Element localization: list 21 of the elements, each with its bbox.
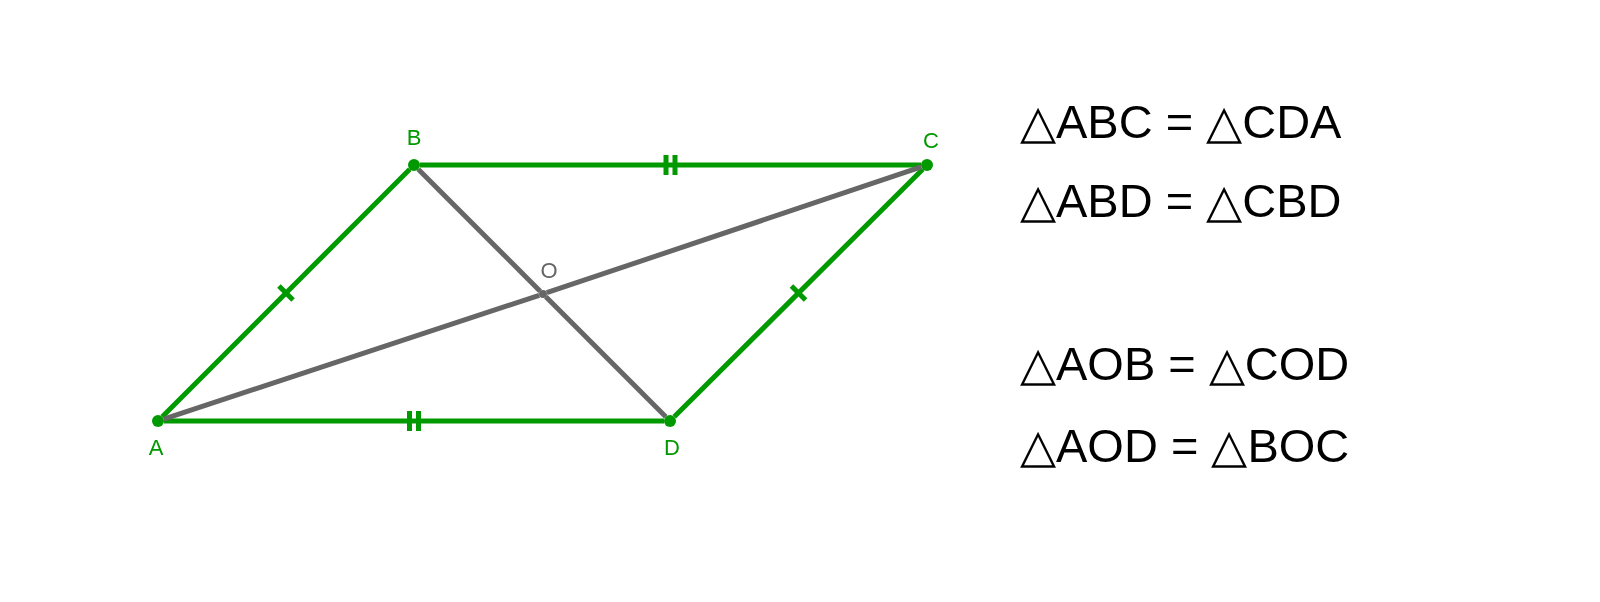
vertex-point — [408, 159, 420, 171]
congruence-statement: △ABD = △CBD — [1020, 175, 1342, 227]
vertex-label: C — [923, 128, 939, 154]
vertex-point — [152, 415, 164, 427]
line-segment — [160, 167, 412, 419]
congruence-statement: △AOB = △COD — [1020, 338, 1350, 390]
vertex-label: D — [664, 435, 680, 461]
congruence-statement: △AOD = △BOC — [1020, 420, 1350, 472]
line-segment — [420, 162, 921, 168]
vertex-point — [539, 290, 547, 298]
line-segment — [164, 418, 664, 424]
line-segment — [672, 167, 925, 419]
vertex-label: B — [406, 125, 422, 151]
vertex-point — [921, 159, 933, 171]
vertex-label: A — [148, 435, 164, 461]
vertex-label: O — [540, 258, 558, 284]
line-segment — [546, 164, 923, 296]
line-segment — [416, 167, 542, 293]
line-segment — [544, 295, 668, 419]
line-segment — [162, 292, 540, 422]
congruence-statement: △ABC = △CDA — [1020, 96, 1342, 148]
